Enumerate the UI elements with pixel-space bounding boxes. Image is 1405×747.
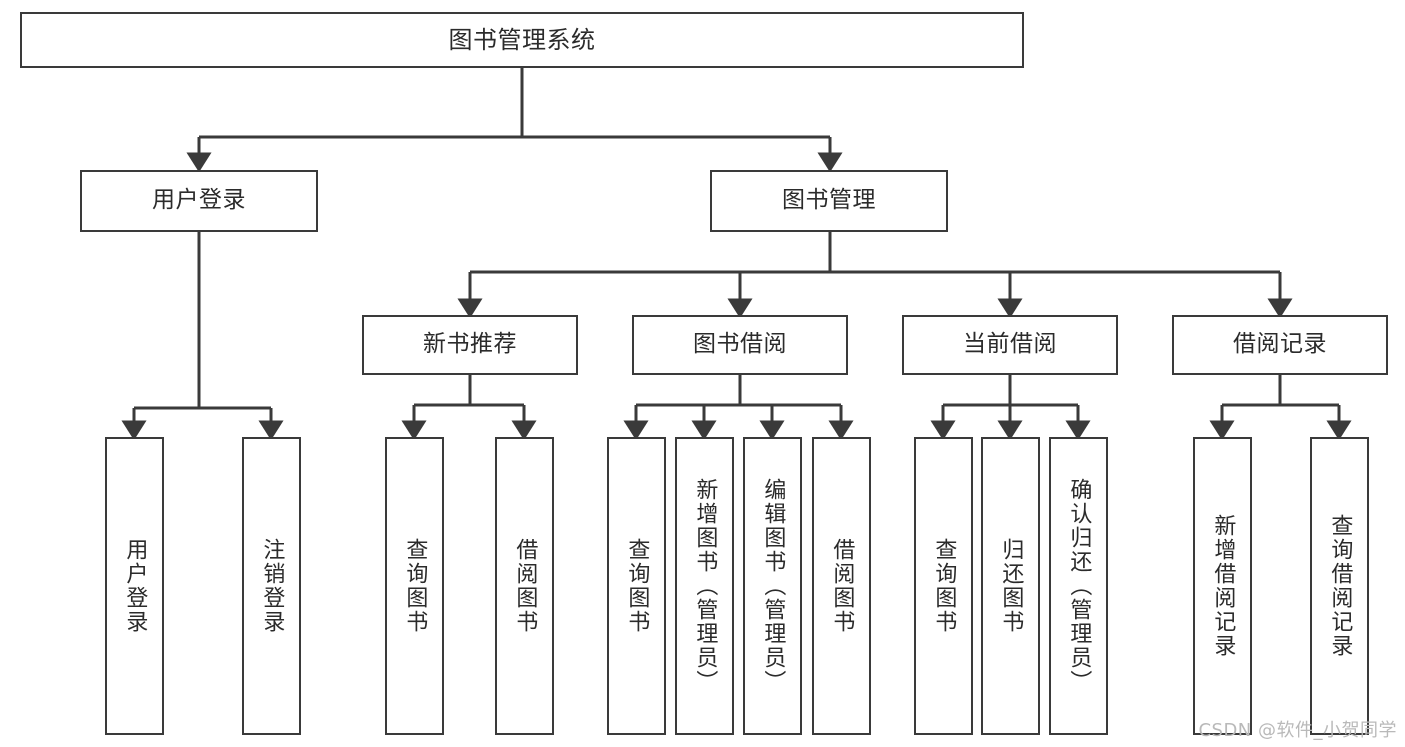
leaf-current-return-book[interactable]: 归还图书 — [981, 437, 1040, 735]
leaf-borrow-add-book-admin[interactable]: 新增图书（管理员） — [675, 437, 734, 735]
leaf-new-book-query[interactable]: 查询图书 — [385, 437, 444, 735]
node-label: 用户登录 — [152, 187, 246, 214]
leaf-record-query[interactable]: 查询借阅记录 — [1310, 437, 1369, 735]
node-label: 查询图书 — [624, 538, 650, 634]
node-user-login[interactable]: 用户登录 — [80, 170, 318, 232]
node-label: 新书推荐 — [423, 331, 517, 358]
node-label: 新增图书（管理员） — [692, 478, 718, 694]
leaf-current-query-book[interactable]: 查询图书 — [914, 437, 973, 735]
watermark-text: CSDN @软件_小贺同学 — [1198, 720, 1397, 741]
node-book-management[interactable]: 图书管理 — [710, 170, 948, 232]
node-label: 图书借阅 — [693, 331, 787, 358]
leaf-new-book-borrow[interactable]: 借阅图书 — [495, 437, 554, 735]
node-label: 注销登录 — [259, 538, 285, 634]
node-label: 图书管理系统 — [448, 25, 596, 54]
node-root-system[interactable]: 图书管理系统 — [20, 12, 1024, 68]
node-label: 借阅记录 — [1233, 331, 1327, 358]
node-borrow-record[interactable]: 借阅记录 — [1172, 315, 1388, 375]
leaf-borrow-edit-book-admin[interactable]: 编辑图书（管理员） — [743, 437, 802, 735]
node-label: 借阅图书 — [512, 538, 538, 634]
node-new-book-recommend[interactable]: 新书推荐 — [362, 315, 578, 375]
node-current-borrow[interactable]: 当前借阅 — [902, 315, 1118, 375]
node-label: 图书管理 — [782, 187, 876, 214]
node-label: 用户登录 — [122, 538, 148, 634]
leaf-user-logout[interactable]: 注销登录 — [242, 437, 301, 735]
node-label: 确认归还（管理员） — [1066, 478, 1092, 694]
node-label: 归还图书 — [998, 538, 1024, 634]
node-label: 查询图书 — [931, 538, 957, 634]
node-label: 当前借阅 — [963, 331, 1057, 358]
node-label: 查询借阅记录 — [1327, 514, 1353, 658]
leaf-record-add[interactable]: 新增借阅记录 — [1193, 437, 1252, 735]
leaf-borrow-borrow-book[interactable]: 借阅图书 — [812, 437, 871, 735]
node-book-borrow[interactable]: 图书借阅 — [632, 315, 848, 375]
node-label: 借阅图书 — [829, 538, 855, 634]
leaf-current-confirm-return-admin[interactable]: 确认归还（管理员） — [1049, 437, 1108, 735]
node-label: 查询图书 — [402, 538, 428, 634]
node-label: 编辑图书（管理员） — [760, 478, 786, 694]
leaf-borrow-query-book[interactable]: 查询图书 — [607, 437, 666, 735]
node-label: 新增借阅记录 — [1210, 514, 1236, 658]
leaf-user-login[interactable]: 用户登录 — [105, 437, 164, 735]
